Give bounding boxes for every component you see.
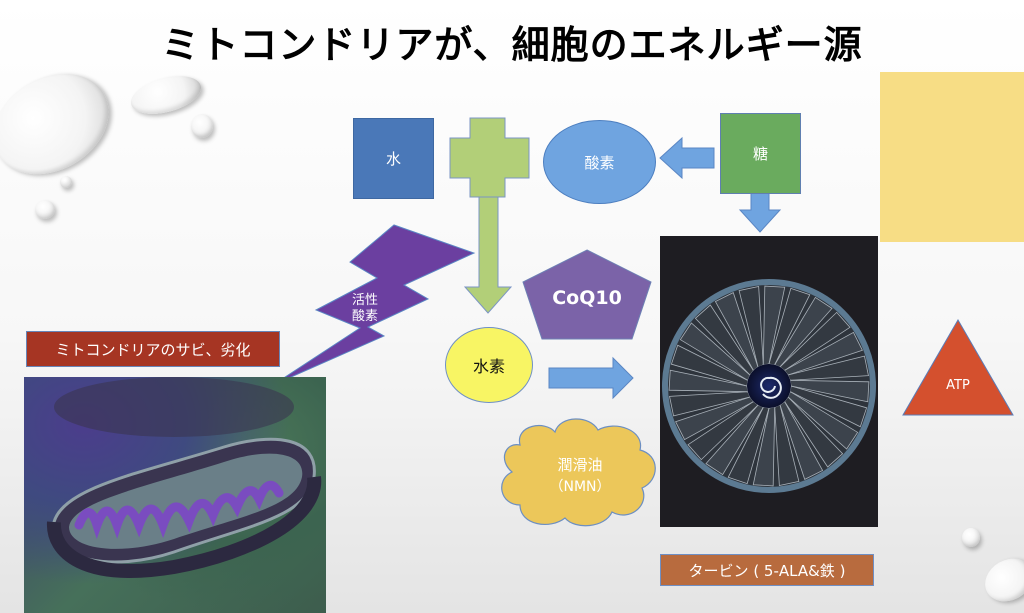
right-arrow-hydrogen-to-turbine — [548, 356, 634, 400]
mitochondria-illustration — [46, 377, 322, 578]
turbine-image — [660, 236, 878, 527]
lightning-bolt-reactive-oxygen — [272, 224, 476, 386]
water-drop-decoration — [35, 200, 55, 219]
reactive-oxygen-label-line1: 活性 — [352, 293, 378, 308]
plus-shape — [449, 117, 530, 198]
coq10-label: CoQ10 — [552, 287, 622, 309]
reactive-oxygen-label-line2: 酸素 — [352, 309, 378, 324]
atp-label: ATP — [946, 378, 970, 393]
sugar-box: 糖 — [720, 113, 801, 194]
water-label: 水 — [385, 150, 401, 168]
hydrogen-ellipse: 水素 — [445, 327, 533, 403]
water-drop-decoration — [962, 528, 980, 547]
lubricant-label-line2: （NMN） — [549, 479, 610, 495]
turbine-label-text: タービン ( 5-ALA&鉄 ) — [688, 561, 846, 580]
mitochondria-rust-label: ミトコンドリアのサビ、劣化 — [26, 331, 280, 367]
sugar-label: 糖 — [752, 145, 768, 163]
oxygen-label: 酸素 — [584, 153, 615, 172]
lubricant-cloud — [501, 418, 656, 527]
coq10-pentagon — [522, 249, 652, 340]
hydrogen-label: 水素 — [472, 357, 505, 376]
atp-triangle — [902, 319, 1014, 416]
turbine-label: タービン ( 5-ALA&鉄 ) — [660, 554, 874, 586]
mitochondria-image — [24, 377, 326, 613]
down-arrow-sugar-to-turbine — [738, 192, 782, 233]
mitochondria-rust-text: ミトコンドリアのサビ、劣化 — [55, 340, 251, 359]
lubricant-label-line1: 潤滑油 — [557, 456, 602, 474]
water-drop-decoration — [191, 114, 213, 138]
down-arrow-to-hydrogen — [463, 196, 513, 314]
water-drop-decoration — [60, 176, 72, 188]
oxygen-ellipse: 酸素 — [543, 120, 656, 204]
left-arrow-sugar-to-oxygen — [659, 136, 715, 180]
jet-engine-turbine — [662, 279, 876, 493]
water-box: 水 — [353, 118, 434, 199]
yellow-rectangle — [880, 72, 1024, 242]
slide-title: ミトコンドリアが、細胞のエネルギー源 — [161, 23, 863, 67]
